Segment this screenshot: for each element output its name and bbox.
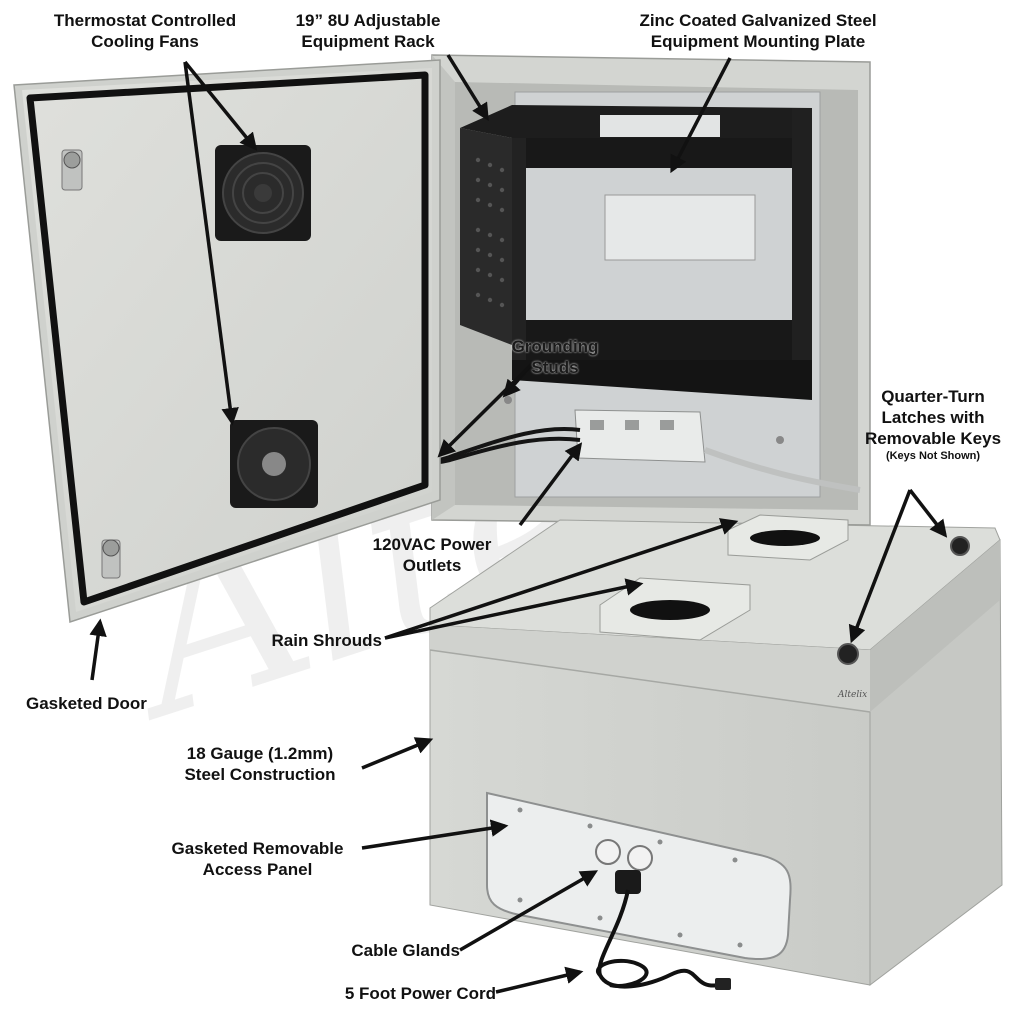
arrow-cord [495, 966, 584, 994]
brand-mark: Altelix [837, 690, 867, 700]
arrow-outlets [518, 442, 583, 527]
conduit [703, 447, 861, 493]
door-gasket [26, 71, 429, 606]
cord-strain-relief [615, 870, 641, 894]
label-gasketed-door: Gasketed Door [26, 694, 147, 713]
panel-screws [517, 807, 743, 948]
plate-label-area [600, 115, 720, 137]
rack-bottom-rail [512, 320, 812, 360]
enclosure-lid-side [870, 540, 1000, 712]
label-steel-construction: 18 Gauge (1.2mm)Steel Construction [184, 744, 336, 784]
cooling-fan-lower [230, 420, 318, 508]
arrow-latch-rear [908, 488, 948, 538]
arrow-plate [670, 57, 732, 174]
cable-gland [595, 839, 621, 865]
arrow-panel [361, 819, 509, 850]
arrow-grounding-2 [437, 362, 534, 458]
quarter-turn-latch [837, 643, 859, 665]
arrow-latch-front [848, 489, 912, 644]
rack-side-panel [460, 128, 512, 345]
label-rain-shrouds: Rain Shrouds [271, 631, 382, 650]
rack-upper-bar [512, 138, 812, 168]
fan-label [262, 452, 286, 476]
arrow-steel [361, 737, 434, 770]
label-power-cord: 5 Foot Power Cord [344, 984, 496, 1003]
cooling-fan-upper [215, 145, 311, 241]
quarter-turn-latch [950, 536, 970, 556]
door-inner [22, 68, 432, 612]
equipment-rack [460, 105, 812, 400]
latch-knob [102, 539, 120, 557]
outlet-socket [590, 420, 604, 430]
callout-arrows [89, 54, 948, 994]
latch-knob [63, 151, 81, 169]
outlet-socket [660, 420, 674, 430]
plate-cutout [604, 194, 756, 261]
rack-base [512, 360, 812, 400]
label-keys-note: (Keys Not Shown) [885, 450, 981, 462]
rack-left-post [512, 138, 526, 360]
outlet-socket [625, 420, 639, 430]
arrow-rain-front [384, 578, 644, 640]
arrow-fans-upper [183, 60, 258, 151]
rack-right-post [792, 108, 812, 398]
cable-gland [627, 845, 653, 871]
label-cable-glands: Cable Glands [351, 941, 460, 960]
rain-shroud [727, 514, 849, 561]
enclosure-lid-lip [430, 625, 870, 712]
rain-shroud-vent [630, 600, 710, 620]
open-door [13, 59, 441, 624]
power-plug [715, 978, 731, 990]
grounding-stud [504, 396, 512, 404]
arrow-fans-lower [183, 61, 239, 426]
grounding-stud [776, 436, 784, 444]
rain-shroud-vent [750, 530, 820, 546]
arrow-rack [446, 54, 489, 121]
arrow-glands [459, 870, 599, 952]
arrow-rain-rear [384, 518, 739, 640]
power-outlet-box [574, 409, 706, 463]
open-enclosure [309, 54, 871, 526]
rack-perforations [475, 157, 505, 308]
arrow-door [89, 618, 107, 681]
